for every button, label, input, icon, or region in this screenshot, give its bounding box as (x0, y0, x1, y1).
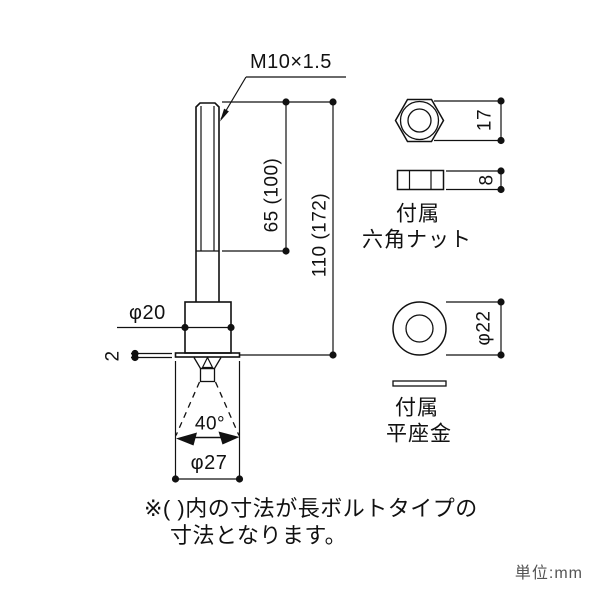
flange-thickness-dim: 2 (102, 350, 124, 362)
hex-nut-side-outline (396, 169, 445, 191)
footnote-line1: ※( )内の寸法が長ボルトタイプの (144, 496, 478, 521)
swivel-cone-tip (201, 356, 214, 369)
dim-dot (282, 98, 290, 106)
angle-arrowhead-right (218, 431, 240, 445)
total-length-dim: 110 (172) (309, 192, 331, 278)
washer-views (392, 301, 502, 387)
dim-dot (235, 475, 244, 483)
dim-dot (329, 98, 337, 106)
washer-caption-line2: 平座金 (386, 422, 452, 446)
dim-dot (497, 351, 505, 359)
dim-dot (497, 185, 505, 194)
dim-dot (227, 323, 235, 332)
swing-range-dashed-right (214, 381, 240, 436)
dim-dot (282, 247, 290, 255)
swivel-cup (193, 357, 222, 370)
swing-range-dashed-left (175, 381, 201, 436)
thread-length-dim: 65 (100) (261, 157, 283, 233)
dim-dot (329, 351, 337, 359)
dim-dot (181, 323, 189, 332)
bolt-side-view (174, 102, 241, 446)
washer-side-outline (392, 380, 447, 387)
washer-outer-circle (392, 301, 447, 356)
swing-angle-dim: 40° (194, 413, 226, 435)
hex-nut-top-outline (394, 98, 445, 143)
bolt-dimension-lines (117, 76, 346, 480)
dim-dot (497, 298, 505, 306)
angle-arrowhead-left (176, 432, 197, 446)
washer-hole-circle (405, 314, 434, 343)
dim-dot (131, 353, 139, 362)
collar-diameter-dim: φ20 (129, 302, 166, 324)
hex-nut-chamfer-circle (399, 100, 440, 141)
unit-label: 単位:mm (514, 565, 583, 582)
bolt-shaft-outline (195, 102, 220, 302)
nut-height-dim: 8 (476, 174, 498, 186)
thread-spec-label: M10×1.5 (250, 51, 332, 73)
dim-dot (497, 97, 505, 105)
dimension-dots (131, 97, 505, 483)
dim-dot (497, 136, 505, 145)
hex-nut-views (394, 98, 502, 191)
washer-diameter-dim: φ22 (473, 310, 495, 346)
leader-arrowhead (220, 108, 229, 122)
washer-caption-line1: 付属 (395, 396, 439, 420)
dim-dot (497, 167, 505, 175)
hex-nut-hole-circle (407, 108, 432, 133)
swivel-block (199, 367, 216, 383)
nut-caption-line1: 付属 (396, 202, 440, 226)
nut-caption-line2: 六角ナット (362, 228, 472, 252)
nut-width-dim: 17 (474, 108, 496, 132)
flange-diameter-dim: φ27 (190, 452, 228, 474)
footnote-line2: 寸法となります。 (170, 523, 348, 548)
dim-dot (171, 475, 180, 483)
